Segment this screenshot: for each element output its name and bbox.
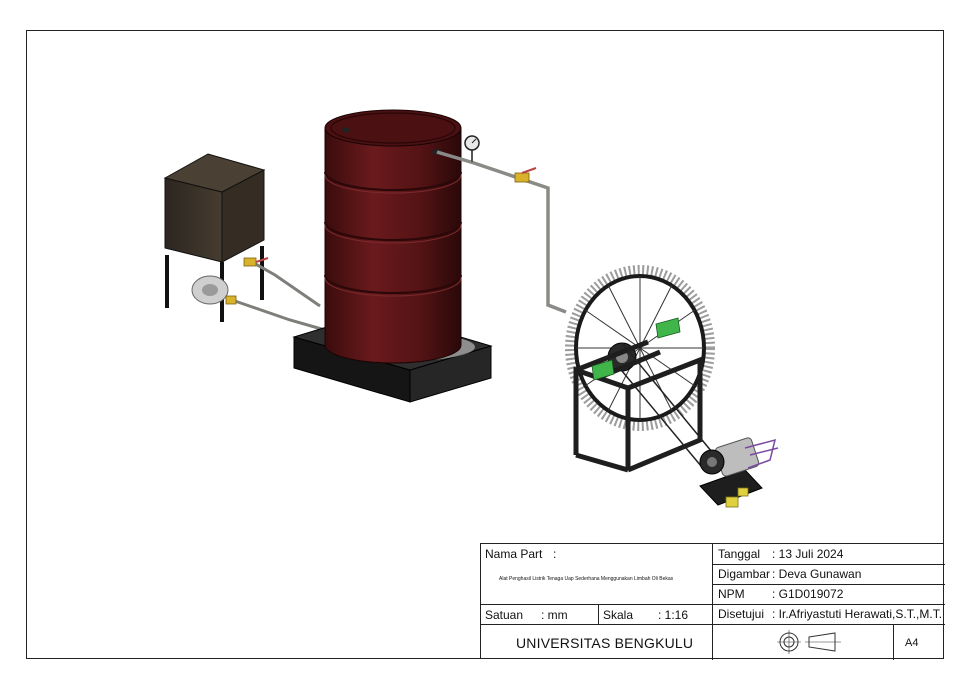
title-block: Nama Part : Alat Penghasil Listrik Tenag… xyxy=(480,543,945,660)
npm-label: NPM xyxy=(718,587,745,601)
fuel-lines xyxy=(231,260,326,332)
paper-size: A4 xyxy=(905,637,919,649)
burner-box xyxy=(163,153,266,322)
fuel-valve-icon xyxy=(225,257,269,305)
part-label: Nama Part xyxy=(485,547,543,561)
skala-value: : 1:16 xyxy=(658,608,689,622)
steam-drum xyxy=(324,109,462,364)
tanggal-value: : 13 Juli 2024 xyxy=(772,547,844,561)
digambar-label: Digambar xyxy=(718,567,771,581)
steam-valve-icon xyxy=(514,167,537,183)
skala-label: Skala xyxy=(603,608,634,622)
satuan-label: Satuan xyxy=(485,608,524,622)
turbine-wheel xyxy=(565,265,715,431)
part-colon: : xyxy=(553,547,557,561)
institution-name: UNIVERSITAS BENGKULU xyxy=(516,635,694,651)
disetujui-label: Disetujui xyxy=(718,607,765,621)
pressure-gauge-icon xyxy=(464,135,480,162)
third-angle-projection-icon xyxy=(777,630,841,654)
drive-belt xyxy=(621,342,713,473)
bearing-block-icon xyxy=(591,317,681,381)
digambar-value: : Deva Gunawan xyxy=(772,567,862,581)
disetujui-value: : Ir.Afriyastuti Herawati,S.T.,M.T. xyxy=(772,607,943,621)
drawing-border xyxy=(26,30,944,659)
part-name: Alat Penghasil Listrik Tenaga Uap Sederh… xyxy=(499,576,674,582)
satuan-value: : mm xyxy=(541,608,568,622)
steam-pipe xyxy=(436,150,567,314)
npm-value: : G1D019072 xyxy=(772,587,844,601)
tanggal-label: Tanggal xyxy=(718,547,761,561)
generator xyxy=(699,437,779,508)
